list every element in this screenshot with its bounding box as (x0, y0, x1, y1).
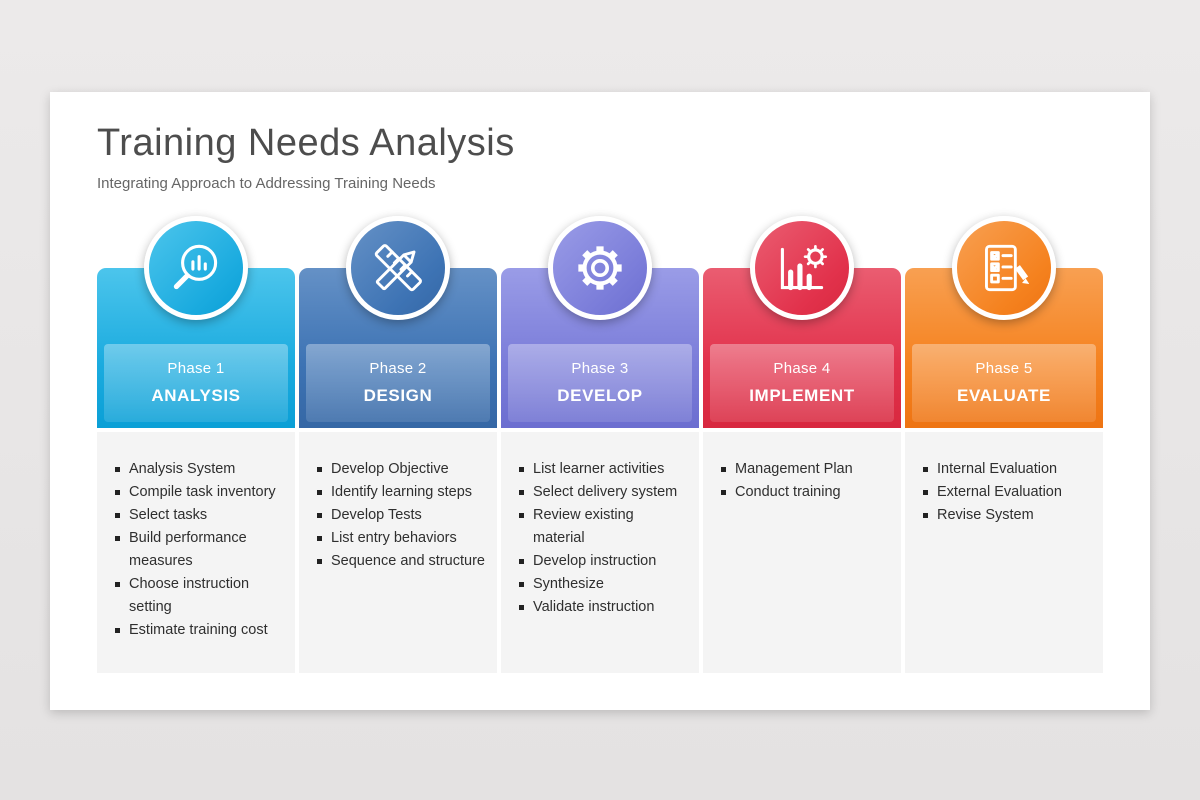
phase-name: ANALYSIS (151, 386, 241, 405)
task-item: Compile task inventory (114, 481, 285, 504)
task-item: Develop Objective (316, 458, 487, 481)
phase-name: EVALUATE (957, 386, 1051, 405)
phase-icon-circle (952, 216, 1056, 320)
task-item: Develop Tests (316, 504, 487, 527)
gear-icon (567, 235, 633, 301)
phase-name: DESIGN (363, 386, 433, 405)
phase-header: Phase 4 IMPLEMENT (703, 216, 901, 428)
pencil-ruler-icon (365, 235, 431, 301)
task-item: List learner activities (518, 458, 689, 481)
page-subtitle: Integrating Approach to Addressing Train… (97, 175, 436, 192)
phase-label: Phase 2 (369, 360, 427, 377)
task-item: Identify learning steps (316, 481, 487, 504)
phase-icon-circle (548, 216, 652, 320)
magnifier-chart-icon (163, 235, 229, 301)
phase-label: Phase 5 (975, 360, 1033, 377)
phase-icon-circle (144, 216, 248, 320)
phase-header: Phase 3 DEVELOP (501, 216, 699, 428)
task-item: Review existing material (518, 504, 689, 550)
task-item: Internal Evaluation (922, 458, 1093, 481)
task-item: Develop instruction (518, 550, 689, 573)
phase-header: Phase 2 DESIGN (299, 216, 497, 428)
task-item: Sequence and structure (316, 550, 487, 573)
phase-label: Phase 3 (571, 360, 629, 377)
phase-icon-circle (750, 216, 854, 320)
task-item: Choose instruction setting (114, 573, 285, 619)
task-item: Analysis System (114, 458, 285, 481)
task-item: List entry behaviors (316, 527, 487, 550)
task-item: Validate instruction (518, 596, 689, 619)
task-item: External Evaluation (922, 481, 1093, 504)
phase-name: DEVELOP (557, 386, 643, 405)
page-title: Training Needs Analysis (97, 122, 515, 164)
phase-header: Phase 5 EVALUATE (905, 216, 1103, 428)
phase-name: IMPLEMENT (749, 386, 855, 405)
task-item: Conduct training (720, 481, 891, 504)
phase-header-inner: Phase 3 DEVELOP (508, 344, 692, 422)
phase-header-inner: Phase 4 IMPLEMENT (710, 344, 894, 422)
chart-gear-icon (769, 235, 835, 301)
task-item: Synthesize (518, 573, 689, 596)
checklist-pencil-icon (971, 235, 1037, 301)
phase-header: Phase 1 ANALYSIS (97, 216, 295, 428)
phase-label: Phase 4 (773, 360, 831, 377)
phase-icon-circle (346, 216, 450, 320)
task-item: Estimate training cost (114, 619, 285, 642)
task-item: Select delivery system (518, 481, 689, 504)
phase-header-inner: Phase 2 DESIGN (306, 344, 490, 422)
task-item: Select tasks (114, 504, 285, 527)
phase-header-inner: Phase 1 ANALYSIS (104, 344, 288, 422)
task-item: Revise System (922, 504, 1093, 527)
task-item: Build performance measures (114, 527, 285, 573)
phase-label: Phase 1 (167, 360, 225, 377)
task-item: Management Plan (720, 458, 891, 481)
phase-header-inner: Phase 5 EVALUATE (912, 344, 1096, 422)
slide-canvas: Training Needs Analysis Integrating Appr… (50, 92, 1150, 710)
